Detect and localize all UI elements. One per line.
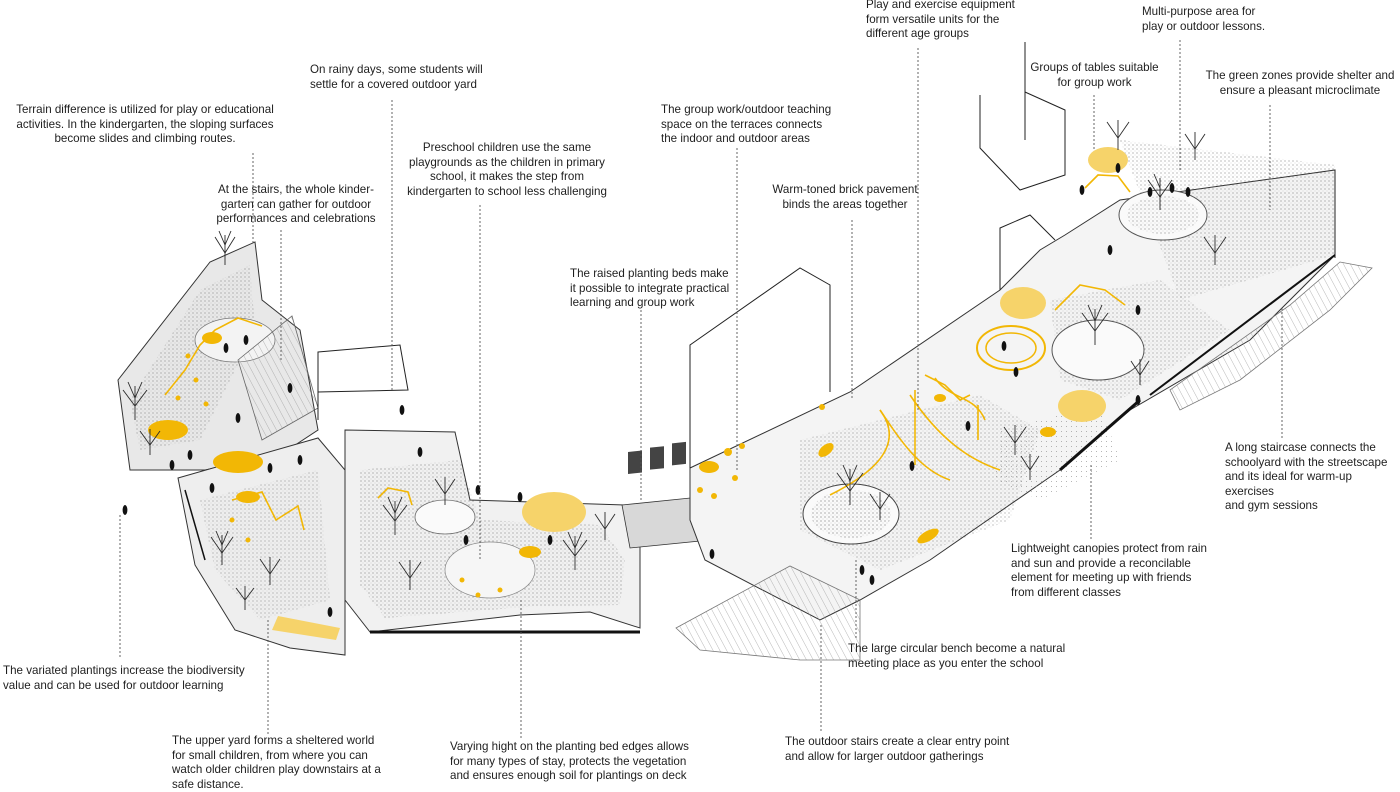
yellow-play-elements <box>148 147 1128 598</box>
annotation-brick-pavement: Warm-toned brick pavement binds the area… <box>772 183 918 211</box>
annotation-upper-yard: The upper yard forms a sheltered world f… <box>172 734 381 791</box>
annotation-canopies: Lightweight canopies protect from rain a… <box>1011 542 1207 599</box>
annotation-stairs-kindergarten: At the stairs, the whole kinder- garten … <box>216 183 376 225</box>
trees <box>122 120 1227 610</box>
annotation-raised-beds: The raised planting beds make it possibl… <box>570 267 730 309</box>
annotation-group-work: The group work/outdoor teaching space on… <box>661 103 832 145</box>
long-staircase <box>1169 261 1373 411</box>
annotation-play-equipment: Play and exercise equipment form versati… <box>866 0 1015 40</box>
people-figures <box>122 163 1191 617</box>
annotation-varying-height: Varying hight on the planting bed edges … <box>450 740 689 782</box>
school-buildings <box>689 42 1336 468</box>
annotation-biodiversity: The variated plantings increase the biod… <box>3 664 245 692</box>
annotation-multi-purpose: Multi-purpose area for play or outdoor l… <box>1142 5 1266 33</box>
annotation-outdoor-stairs: The outdoor stairs create a clear entry … <box>785 735 1010 763</box>
yellow-play-structures <box>164 174 1131 531</box>
outdoor-entry-stairs <box>675 565 861 661</box>
annotation-long-staircase: A long staircase connects the schoolyard… <box>1225 441 1388 512</box>
annotation-tables: Groups of tables suitable for group work <box>1030 61 1159 89</box>
leader-lines <box>119 40 1283 738</box>
lower-kindergarten-yard <box>177 437 346 656</box>
central-planting-area <box>344 429 641 634</box>
annotation-terrain: Terrain difference is utilized for play … <box>16 103 274 145</box>
covered-yard-building <box>317 344 409 420</box>
platform-edges <box>184 254 1336 561</box>
annotation-preschool: Preschool children use the same playgrou… <box>407 141 607 198</box>
annotation-rainy-days: On rainy days, some students will settle… <box>310 63 483 91</box>
main-schoolyard <box>689 140 1336 621</box>
annotation-green-zones: The green zones provide shelter and ensu… <box>1205 69 1395 97</box>
annotation-circular-bench: The large circular bench become a natura… <box>848 642 1066 670</box>
